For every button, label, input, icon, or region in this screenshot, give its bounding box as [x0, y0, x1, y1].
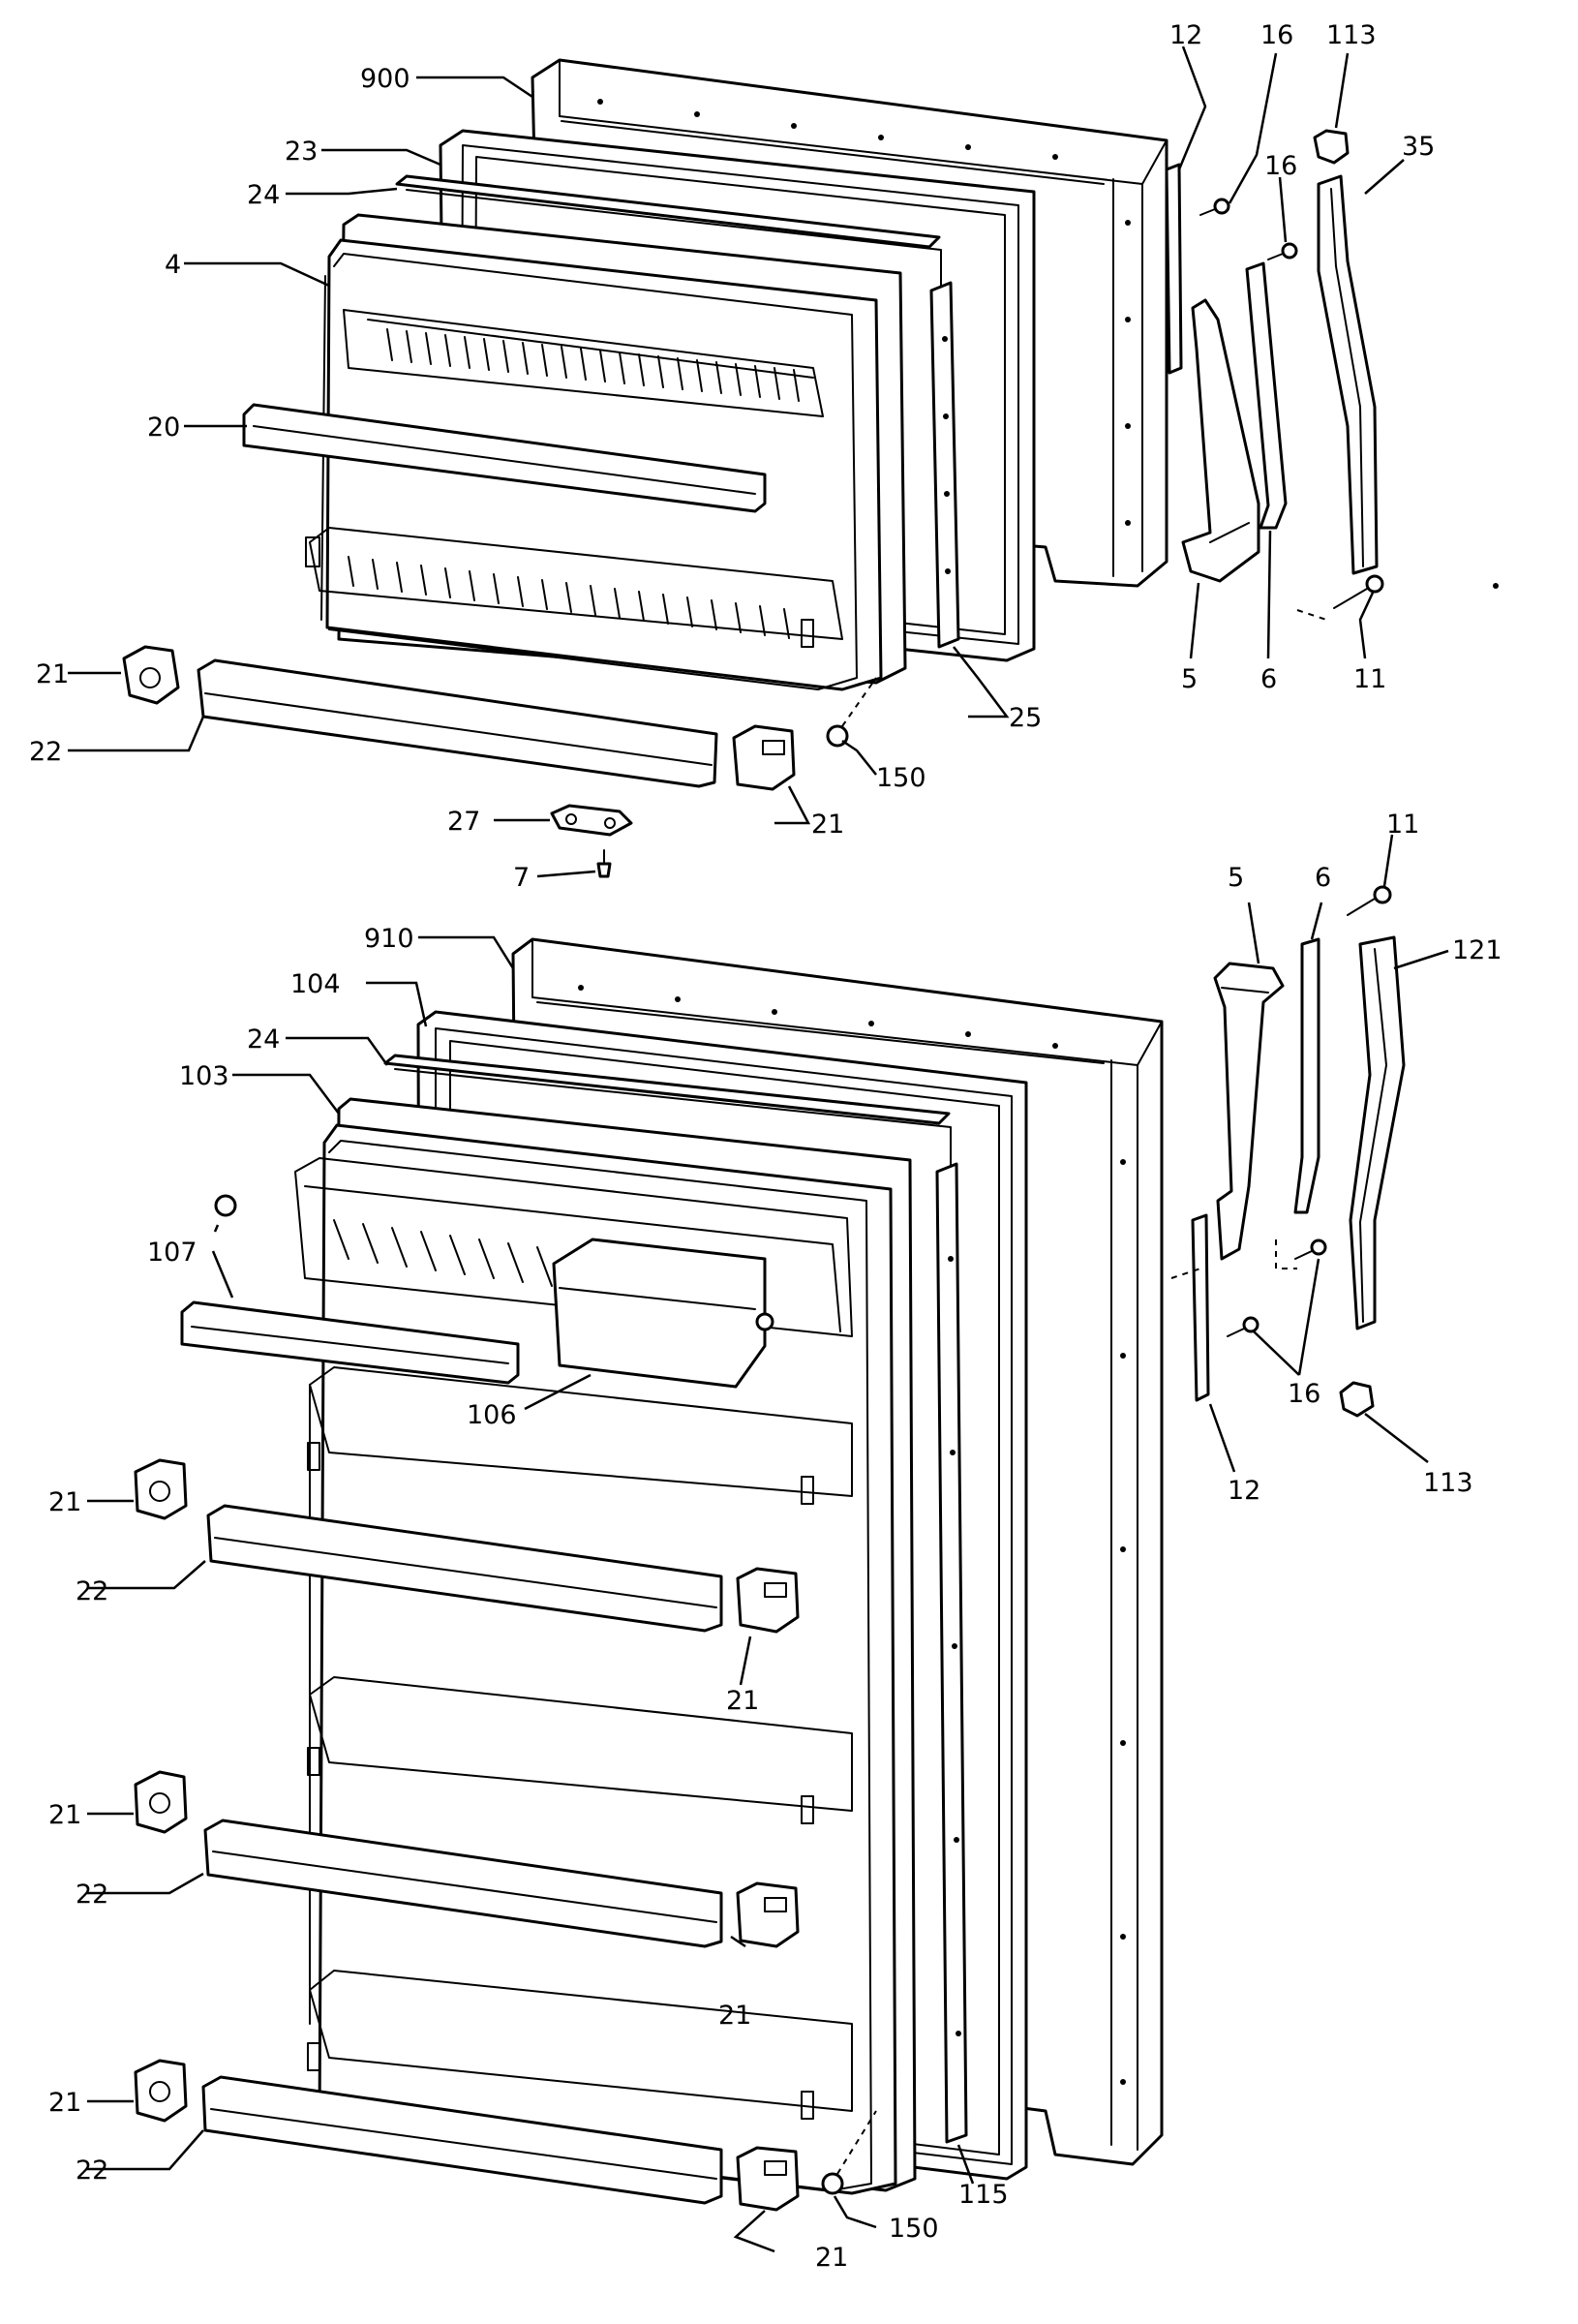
callout-21-lower-3: 21: [48, 2088, 81, 2118]
callout-7: 7: [513, 863, 530, 893]
callout-5-lower: 5: [1228, 863, 1244, 893]
upper-shelf-end-left: [122, 645, 180, 705]
callout-21-lower-1: 21: [48, 1487, 81, 1517]
callout-21-lower-2: 21: [48, 1800, 81, 1830]
callout-20: 20: [147, 413, 180, 443]
callout-11-upper: 11: [1353, 664, 1386, 694]
upper-handle-trim-35: [1317, 174, 1379, 575]
callout-21-lower-3r: 21: [815, 2243, 848, 2273]
upper-screw-16a: [1199, 198, 1230, 216]
upper-shelf-end-right: [732, 724, 796, 791]
lower-plug-113: [1339, 1381, 1375, 1418]
lower-shelf-end-1-right: [736, 1567, 800, 1634]
lower-dairy-ribs: [333, 1219, 553, 1287]
callout-150-lower: 150: [889, 2214, 939, 2244]
lower-shelf-end-2-right: [736, 1881, 800, 1948]
callout-5-upper: 5: [1181, 664, 1198, 694]
lower-shelf-end-1-left: [134, 1458, 188, 1520]
upper-screw-7: [596, 849, 612, 878]
upper-stop-12: [1165, 163, 1183, 375]
callout-25: 25: [1009, 703, 1042, 733]
callout-11-lower: 11: [1386, 810, 1419, 840]
callout-910: 910: [364, 924, 414, 954]
upper-shelf-bar-lower: [197, 658, 718, 788]
upper-plug-113: [1313, 129, 1350, 165]
callout-115: 115: [958, 2180, 1009, 2210]
callout-103: 103: [179, 1061, 229, 1091]
upper-liner-ribs-top: [386, 328, 800, 402]
lower-breaker-strip: [383, 1054, 952, 1173]
callout-21-upper-left: 21: [36, 659, 69, 689]
callout-22-lower-1: 22: [76, 1576, 108, 1606]
lower-shelf-bar-2: [203, 1819, 723, 1948]
callout-16-lower: 16: [1288, 1379, 1320, 1409]
callout-35: 35: [1402, 132, 1435, 162]
callout-6-upper: 6: [1260, 664, 1277, 694]
lower-dairy-door-106: [552, 1238, 774, 1389]
lower-shelf-bar-3: [201, 2075, 723, 2205]
lower-screw-16b: [1275, 1238, 1327, 1269]
callout-23: 23: [285, 137, 318, 167]
upper-screw-16b: [1267, 242, 1298, 260]
upper-hinge-plate: [550, 804, 633, 837]
callout-22-upper: 22: [29, 737, 62, 767]
lower-cap-107: [214, 1194, 237, 1217]
upper-liner-ribs-bottom: [348, 556, 790, 639]
upper-breaker-strip: [395, 174, 942, 291]
callout-22-lower-2: 22: [76, 1880, 108, 1910]
callout-22-lower-3: 22: [76, 2156, 108, 2186]
callout-12-lower: 12: [1228, 1476, 1260, 1506]
callout-4: 4: [165, 250, 181, 280]
lower-screw-150: [821, 2110, 877, 2195]
lower-cap-bar-107: [180, 1300, 520, 1385]
callout-16-upper-a: 16: [1260, 20, 1293, 50]
callout-21-upper-right: 21: [811, 810, 844, 840]
upper-bracket-6: [1245, 261, 1288, 530]
upper-handle-5: [1181, 298, 1260, 583]
callout-113-lower: 113: [1423, 1468, 1473, 1498]
stray-dot: [1493, 583, 1499, 589]
lower-shelf-end-3-left: [134, 2059, 188, 2123]
lower-shelf-end-2-left: [134, 1770, 188, 1834]
callout-labels: 900 23 24 4 20 21 22 21 27 7 150 25 12 1…: [29, 20, 1502, 2273]
leader-lines: [68, 46, 1449, 2253]
callout-16-upper-b: 16: [1264, 151, 1297, 181]
callout-12-upper: 12: [1169, 20, 1202, 50]
lower-rail-115: [935, 1162, 968, 2144]
callout-21-lower-2r: 21: [718, 2001, 751, 2031]
lower-stop-12: [1170, 1213, 1210, 1402]
callout-150-upper: 150: [876, 763, 926, 793]
callout-24-upper: 24: [247, 180, 280, 210]
callout-121: 121: [1452, 935, 1502, 965]
callout-900: 900: [360, 64, 410, 94]
upper-door-assembly: [122, 58, 1384, 878]
callout-104: 104: [290, 969, 341, 999]
callout-6-lower: 6: [1315, 863, 1331, 893]
callout-113-upper: 113: [1326, 20, 1377, 50]
upper-rail-25: [929, 281, 960, 649]
callout-107: 107: [147, 1238, 197, 1268]
lower-screw-16a: [1227, 1316, 1259, 1337]
callout-24-lower: 24: [247, 1024, 280, 1055]
upper-screw-11: [1296, 574, 1384, 621]
callout-21-lower-1r: 21: [726, 1686, 759, 1716]
lower-screw-11: [1347, 885, 1392, 916]
lower-shelf-end-3-right: [736, 2146, 800, 2212]
lower-handle-trim-121: [1349, 935, 1406, 1330]
lower-bracket-6: [1293, 937, 1320, 1214]
callout-27: 27: [447, 807, 480, 837]
lower-shelf-bar-1: [206, 1504, 723, 1633]
lower-door-assembly: [134, 885, 1406, 2212]
callout-106: 106: [467, 1400, 517, 1430]
upper-shelf-bar: [242, 403, 767, 513]
lower-handle-5: [1213, 962, 1285, 1261]
